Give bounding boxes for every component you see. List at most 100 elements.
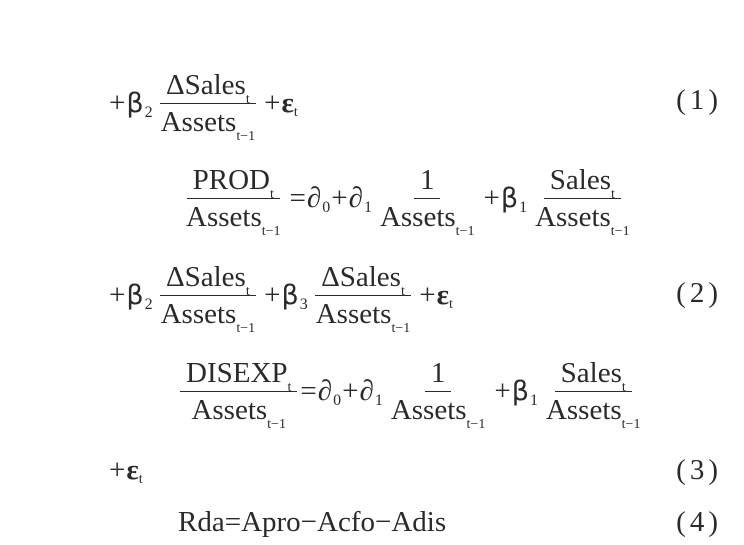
fraction-delta-sales: ΔSalest Assetst−1 — [155, 69, 262, 144]
fraction-numerator: PRODt — [186, 165, 280, 202]
plus-sign: + — [264, 87, 281, 120]
plus-sign: + — [264, 279, 281, 312]
fraction-numerator: ΔSalest — [159, 69, 256, 107]
fraction-numerator: ΔSalest — [315, 261, 411, 299]
plus-sign: + — [109, 87, 126, 120]
denominator-word: Assets — [186, 201, 262, 234]
partial-subscript: 0 — [322, 198, 331, 216]
beta-subscript: 2 — [144, 103, 153, 121]
denominator-word: Assets — [315, 298, 392, 331]
plus-sign: + — [342, 375, 359, 408]
numerator-word: Sales — [549, 164, 611, 196]
plus-sign: + — [483, 182, 500, 215]
plus-sign: + — [494, 375, 511, 408]
equals-sign: = — [300, 375, 317, 408]
numerator-subscript: t — [270, 187, 274, 202]
epsilon-subscript: t — [138, 471, 143, 487]
partial-symbol: ∂ — [348, 182, 363, 215]
numerator-value: 1 — [430, 357, 446, 389]
denominator-word: Assets — [379, 201, 456, 234]
denominator-subscript: t−1 — [267, 417, 286, 433]
denominator-word: Assets — [390, 394, 467, 427]
delta-symbol: Δ — [165, 261, 185, 293]
fraction-sales-over-assets: Salest Assetst−1 — [540, 357, 647, 433]
fraction-one-over-assets: 1 Assetst−1 — [374, 164, 481, 240]
denominator-subscript: t−1 — [455, 224, 475, 240]
beta-subscript: 1 — [529, 391, 538, 409]
numerator-subscript: t — [610, 187, 615, 202]
equation-number-4: (4) — [676, 506, 722, 538]
denominator-word: Assets — [160, 298, 237, 331]
denominator-word: Assets — [545, 394, 622, 427]
plus-sign: + — [109, 454, 126, 486]
epsilon-subscript: t — [293, 104, 298, 120]
fraction-numerator: Salest — [543, 164, 621, 202]
epsilon-symbol: ε — [281, 87, 294, 120]
fraction-delta-sales: ΔSalest Assetst−1 — [155, 261, 262, 336]
numerator-word: Sales — [184, 261, 246, 293]
equation-number-3: (3) — [676, 454, 722, 486]
fraction-denominator: Assetst−1 — [310, 296, 417, 336]
beta-symbol: β — [126, 280, 144, 312]
partial-subscript: 0 — [333, 391, 342, 409]
fraction-denominator: Assetst−1 — [185, 392, 292, 432]
numerator-word: Sales — [339, 261, 401, 293]
numerator-word: Sales — [184, 69, 246, 101]
numerator-word: Sales — [560, 357, 622, 389]
numerator-subscript: t — [400, 284, 405, 299]
fraction-denominator: Assetst−1 — [529, 199, 636, 239]
lhs-fraction: DISEXPt Assetst−1 — [180, 357, 298, 432]
denominator-word: Assets — [191, 394, 268, 427]
partial-symbol: ∂ — [306, 182, 322, 215]
plus-sign: + — [331, 182, 348, 215]
beta-subscript: 3 — [299, 295, 308, 313]
fraction-denominator: Assetst−1 — [155, 296, 262, 336]
fraction-numerator: 1 — [424, 357, 452, 393]
numerator-subscript: t — [621, 380, 626, 395]
denominator-word: Assets — [160, 106, 237, 139]
beta-subscript: 1 — [519, 198, 528, 216]
partial-symbol: ∂ — [317, 375, 333, 408]
numerator-value: 1 — [419, 164, 435, 196]
eq3-head: DISEXPt Assetst−1 = ∂0 + ∂1 1 Assetst−1 … — [178, 357, 648, 433]
denominator-subscript: t−1 — [236, 321, 256, 337]
numerator-word: DISEXP — [186, 357, 288, 389]
fraction-denominator: Assetst−1 — [374, 199, 481, 239]
eq2-head: PRODt Assetst−1 = ∂0 + ∂1 1 Assetst−1 + … — [178, 164, 638, 240]
partial-subscript: 1 — [363, 198, 372, 216]
beta-symbol: β — [126, 88, 144, 120]
beta-symbol: β — [281, 280, 299, 312]
fraction-one-over-assets: 1 Assetst−1 — [385, 357, 492, 433]
delta-symbol: Δ — [165, 69, 185, 101]
numerator-subscript: t — [287, 380, 292, 395]
eq4: Rda=Apro−Acfo−Adis — [178, 508, 446, 537]
denominator-subscript: t−1 — [621, 417, 641, 433]
fraction-numerator: 1 — [413, 164, 441, 200]
fraction-numerator: Salest — [554, 357, 632, 395]
numerator-subscript: t — [245, 92, 250, 107]
fraction-denominator: Assetst−1 — [385, 392, 492, 432]
beta-symbol: β — [500, 183, 519, 215]
denominator-subscript: t−1 — [610, 224, 630, 240]
delta-symbol: Δ — [321, 261, 340, 293]
plus-sign: + — [419, 279, 436, 312]
denominator-subscript: t−1 — [236, 129, 256, 145]
numerator-subscript: t — [245, 284, 250, 299]
epsilon-symbol: ε — [436, 279, 449, 312]
fraction-denominator: Assetst−1 — [180, 199, 287, 239]
epsilon-symbol: ε — [126, 454, 139, 486]
denominator-subscript: t−1 — [261, 224, 281, 240]
fraction-sales-over-assets: Salest Assetst−1 — [529, 164, 636, 240]
denominator-subscript: t−1 — [466, 417, 486, 433]
equation-number-1: (1) — [676, 84, 722, 116]
equation-number-2: (2) — [676, 277, 722, 309]
partial-subscript: 1 — [374, 391, 383, 409]
epsilon-subscript: t — [449, 296, 453, 312]
beta-symbol: β — [511, 376, 529, 408]
partial-symbol: ∂ — [359, 375, 374, 408]
fraction-denominator: Assetst−1 — [540, 392, 647, 432]
equals-sign: = — [289, 182, 306, 215]
